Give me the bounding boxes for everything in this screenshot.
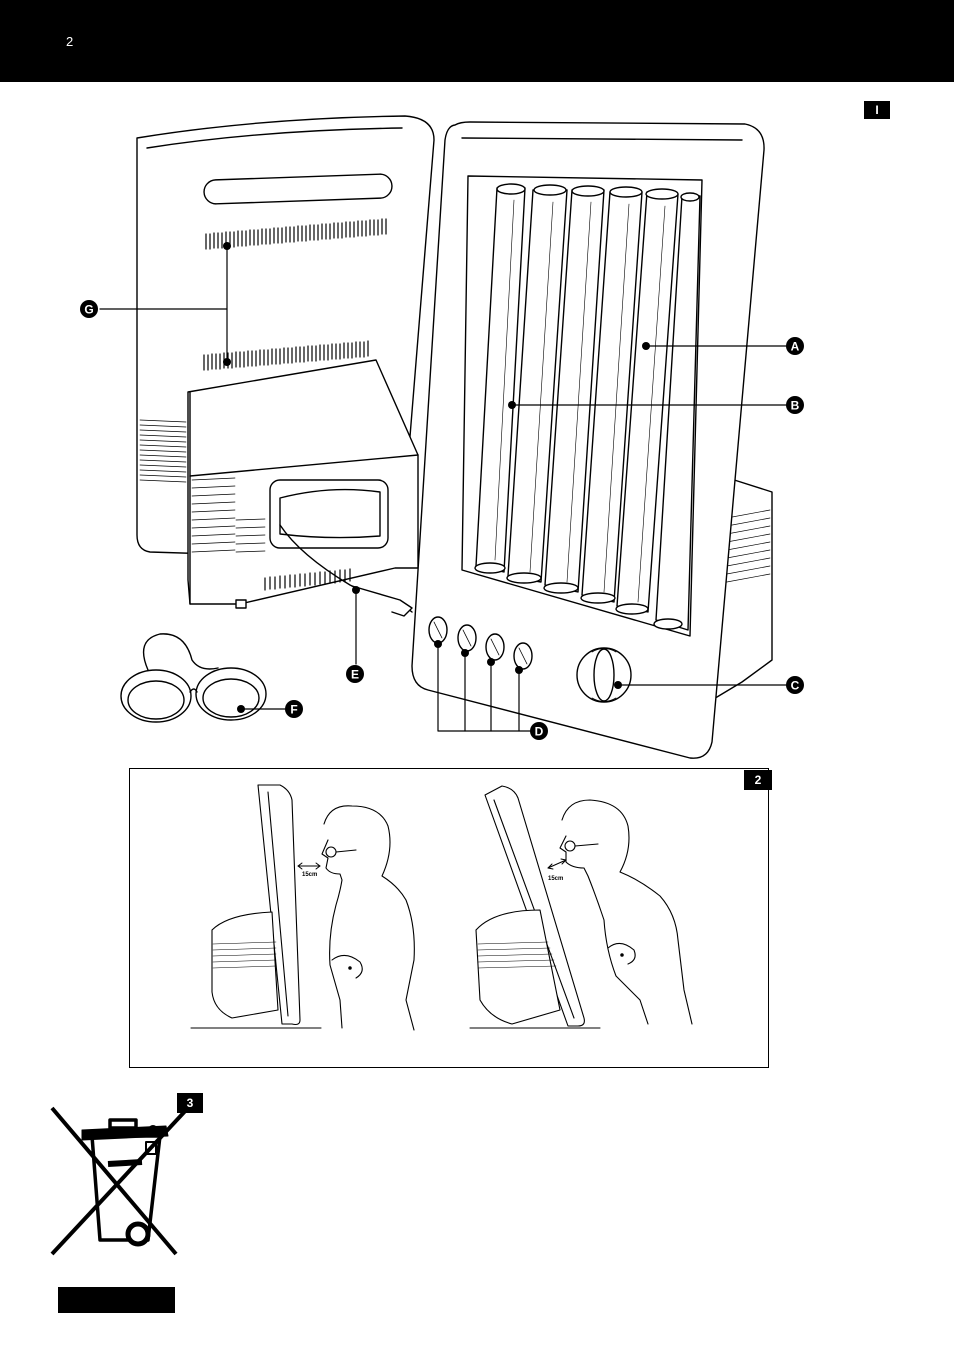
callout-e: E: [346, 665, 364, 683]
distance-label-upright: 15cm: [302, 872, 317, 878]
usage-tilted-drawing: [470, 786, 692, 1028]
callout-a: A: [786, 337, 804, 355]
callout-c-label: C: [791, 679, 800, 693]
usage-upright-drawing: [191, 785, 414, 1030]
callout-g: G: [80, 300, 98, 318]
callout-d-label: D: [535, 725, 544, 739]
callout-d: D: [530, 722, 548, 740]
rear-unit-drawing: [137, 116, 434, 608]
callout-a-label: A: [791, 340, 800, 354]
callout-e-label: E: [351, 668, 359, 682]
callout-f: F: [285, 700, 303, 718]
callout-c: C: [786, 676, 804, 694]
front-unit-drawing: [412, 122, 772, 758]
callout-f-label: F: [290, 703, 297, 717]
callout-b: B: [786, 396, 804, 414]
distance-label-tilted: 15cm: [548, 876, 563, 882]
callout-g-label: G: [84, 303, 93, 317]
crossed-out-bin-icon: [52, 1108, 188, 1254]
callout-b-label: B: [791, 399, 800, 413]
